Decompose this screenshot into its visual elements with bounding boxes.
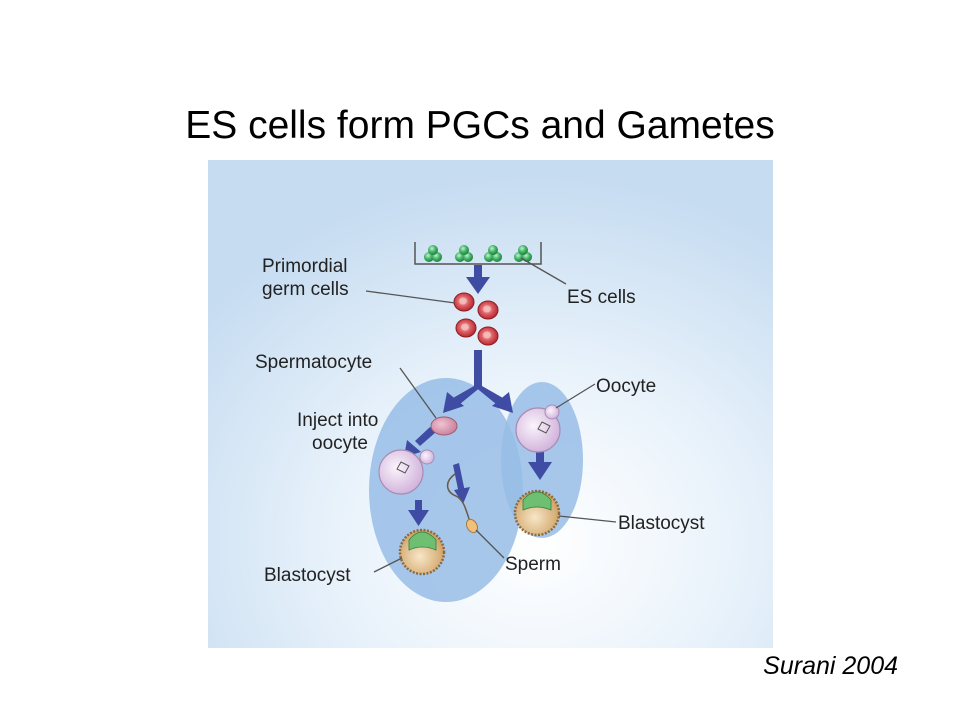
label-blastocyst-left: Blastocyst <box>264 565 351 586</box>
label-primordial-line2: germ cells <box>262 279 349 300</box>
leader-lines <box>365 257 617 573</box>
primordial-germ-cells <box>453 292 499 346</box>
slide-title: ES cells form PGCs and Gametes <box>185 104 775 147</box>
left-blastocyst <box>398 528 446 576</box>
es-cell-cluster <box>424 245 442 262</box>
sperm-cell <box>446 473 479 534</box>
label-oocyte: Oocyte <box>596 376 656 397</box>
left-oocyte <box>378 449 435 495</box>
label-es-cells: ES cells <box>567 287 636 308</box>
es-cell-cluster <box>484 245 502 262</box>
spermatocyte-cell <box>430 416 458 436</box>
label-blastocyst-right: Blastocyst <box>618 513 705 534</box>
es-cell-cluster <box>455 245 473 262</box>
label-primordial-line1: Primordial <box>262 256 348 277</box>
es-cell-cluster <box>514 245 532 262</box>
right-oocyte <box>515 404 561 453</box>
diagram-figure: Primordial germ cells ES cells Spermatoc… <box>208 160 773 648</box>
arrows <box>404 265 552 526</box>
citation: Surani 2004 <box>763 652 898 680</box>
culture-dish <box>414 242 542 265</box>
right-blastocyst <box>513 489 561 537</box>
label-inject-line2: oocyte <box>312 433 368 454</box>
label-spermatocyte: Spermatocyte <box>255 352 372 373</box>
label-sperm: Sperm <box>505 554 561 575</box>
label-inject-line1: Inject into <box>297 410 378 431</box>
es-cell-clusters <box>424 245 532 262</box>
